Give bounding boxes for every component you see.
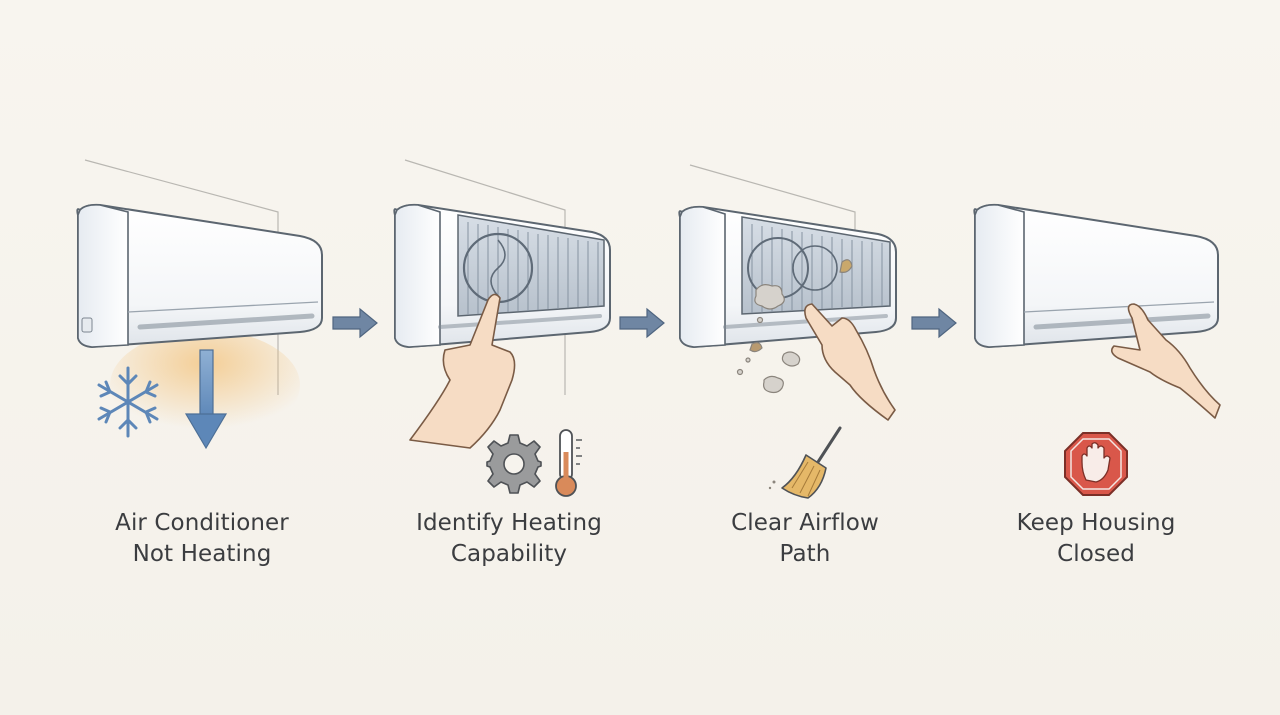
step-label-1-line1: Air Conditioner bbox=[115, 510, 289, 536]
step-label-2: Identify Heating Capability bbox=[379, 508, 639, 570]
flow-arrow-3 bbox=[911, 307, 957, 339]
step-label-1: Air Conditioner Not Heating bbox=[72, 508, 332, 570]
broom-icon bbox=[768, 426, 842, 499]
flow-arrow-2 bbox=[619, 307, 665, 339]
step-label-3: Clear Airflow Path bbox=[675, 508, 935, 570]
dust-debris bbox=[736, 259, 853, 394]
step-label-3-line1: Clear Airflow bbox=[731, 510, 879, 536]
flow-arrow-1 bbox=[332, 307, 378, 339]
thermometer-icon bbox=[555, 429, 582, 497]
step-label-1-line2: Not Heating bbox=[132, 541, 272, 567]
ac-unit-2-open bbox=[393, 203, 611, 349]
ac-unit-3-open bbox=[678, 205, 897, 349]
hand-pressing-4 bbox=[1110, 303, 1221, 419]
snowflake-icon bbox=[97, 366, 159, 438]
step-3-illustration bbox=[678, 205, 897, 499]
stop-hand-icon bbox=[1064, 432, 1128, 496]
gear-icon bbox=[486, 434, 542, 494]
step-label-2-line1: Identify Heating bbox=[416, 510, 602, 536]
down-arrow-icon bbox=[184, 349, 228, 450]
step-label-2-line2: Capability bbox=[450, 541, 568, 567]
hand-reaching-3 bbox=[804, 303, 896, 421]
step-1-illustration bbox=[76, 203, 323, 450]
hand-pointing-2 bbox=[409, 293, 516, 449]
ac-unit-1 bbox=[76, 203, 323, 349]
step-label-4-line2: Closed bbox=[1057, 541, 1135, 567]
step-label-4: Keep Housing Closed bbox=[966, 508, 1226, 570]
step-4-illustration bbox=[973, 203, 1221, 496]
ac-unit-4-closed bbox=[973, 203, 1219, 349]
step-2-illustration bbox=[393, 203, 611, 497]
step-label-4-line1: Keep Housing bbox=[1016, 510, 1176, 536]
step-label-3-line2: Path bbox=[779, 541, 831, 567]
